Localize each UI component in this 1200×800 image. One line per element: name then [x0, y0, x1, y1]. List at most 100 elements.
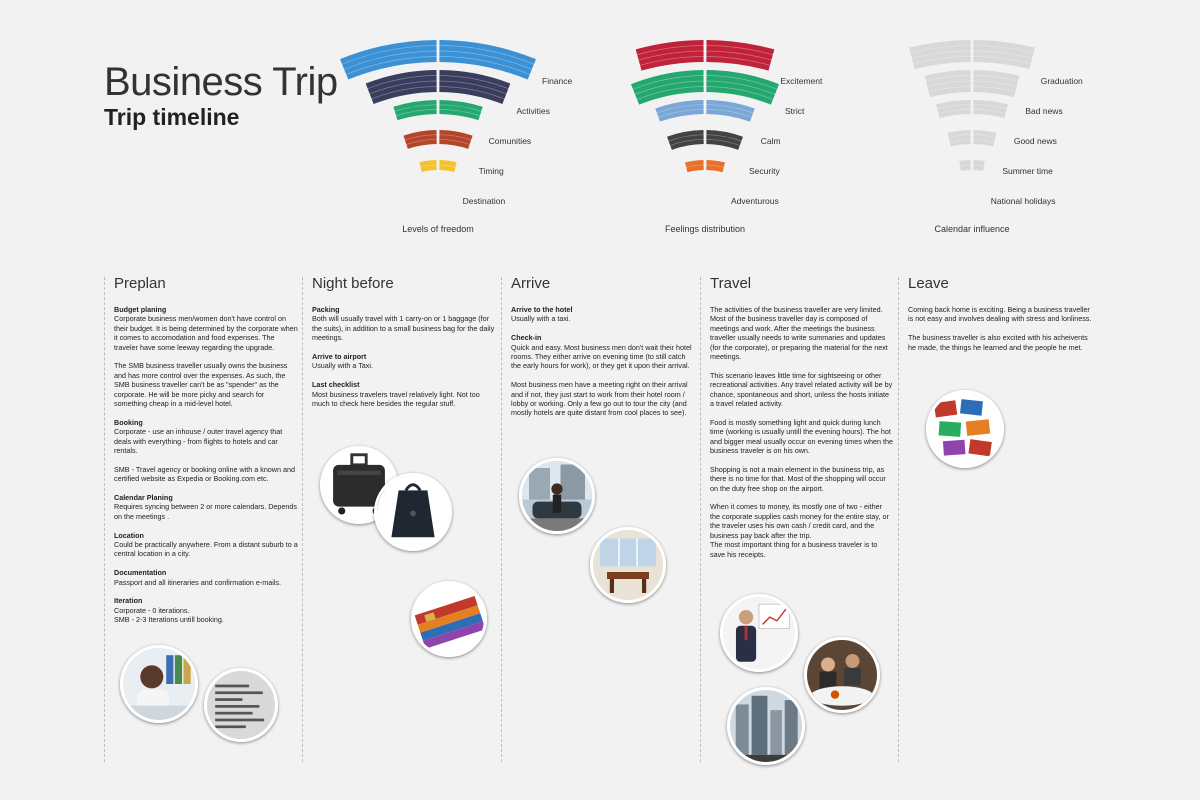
fan-arc-right	[973, 40, 1035, 70]
fan-arc-stripe	[924, 86, 1020, 94]
text-block: This scenario leaves little time for sig…	[710, 371, 894, 409]
fan-arc-stripe	[909, 45, 1035, 54]
fan-arc-left	[631, 70, 704, 105]
photo-suit-bag	[374, 473, 452, 551]
column-divider	[700, 277, 701, 762]
fan-arc-right	[439, 100, 483, 121]
fan-arc-label: Summer time	[1002, 166, 1053, 176]
column-title: Leave	[908, 275, 949, 292]
fan-arc-right	[706, 70, 779, 105]
text-block: The business traveller is also excited w…	[908, 333, 1092, 352]
fan-arc-label: National holidays	[991, 196, 1056, 206]
block-text: Passport and all itineraries and confirm…	[114, 577, 281, 587]
photo-ticket	[204, 668, 278, 742]
column-title: Travel	[710, 275, 752, 292]
photo-business-dinner	[804, 637, 880, 713]
fan-arc-stripe	[635, 50, 775, 62]
fan-arc-stripe	[365, 86, 511, 102]
block-text: Usually with a taxi.	[511, 314, 571, 324]
fan-arc-stripe	[655, 109, 755, 119]
fan-arc-stripe	[684, 164, 726, 169]
fan-arc-stripe	[393, 108, 483, 117]
fan-arc-stripe	[630, 86, 780, 103]
fan-arc-stripe	[403, 139, 473, 146]
text-block: The activities of the business traveller…	[710, 305, 894, 361]
block-text: Corporate - 0 iterations. SMB - 2-3 Iter…	[114, 605, 224, 625]
fan-arc-stripe	[393, 104, 483, 113]
fan-arc-label: Destination	[463, 196, 506, 206]
block-text: Quick and easy. Most business men don't …	[511, 342, 692, 371]
fan-arc-left	[947, 130, 971, 147]
fan-arc-right	[973, 160, 985, 171]
fan-arc-stripe	[936, 104, 1008, 110]
fan-charts: FinanceActivitiesComunitiesTimingDestina…	[339, 40, 1083, 206]
page-title: Business Trip	[104, 60, 338, 104]
column-title: Night before	[312, 275, 394, 292]
block-text: The activities of the business traveller…	[710, 305, 888, 362]
fan-arc-left	[667, 130, 704, 150]
photo-travel-agent	[120, 645, 198, 723]
block-heading: Last checklist	[312, 380, 360, 390]
fan-arc-label: Bad news	[1025, 106, 1062, 116]
fan-caption-freedom: Levels of freedom	[402, 224, 474, 234]
fan-arc-right	[439, 130, 473, 149]
fan-caption-feelings: Feelings distribution	[664, 224, 746, 234]
block-text: Requires syncing between 2 or more calen…	[114, 502, 297, 521]
block-text: When it comes to money, its mostly one o…	[710, 502, 889, 559]
photo-presentation	[720, 594, 798, 672]
fan-arc-stripe	[339, 45, 537, 66]
block-text: Both will usually travel with 1 carry-on…	[312, 314, 495, 343]
fan-arc-label: Finance	[542, 76, 573, 86]
column-title: Preplan	[114, 275, 166, 292]
text-block: When it comes to money, its mostly one o…	[710, 502, 894, 558]
column-divider	[104, 277, 105, 762]
fan-arc-stripe	[339, 56, 537, 78]
block-heading: Check-in	[511, 333, 542, 343]
fan-arc-label: Good news	[1014, 136, 1057, 146]
text-block: Food is mostly something light and quick…	[710, 418, 894, 456]
fan-arc-stripe	[924, 80, 1020, 88]
fan-arc-stripe	[635, 45, 775, 56]
fan-arc-stripe	[403, 134, 473, 141]
fan-arc-left	[340, 40, 437, 80]
block-heading: Location	[114, 530, 144, 540]
fan-arc-stripe	[909, 50, 1035, 60]
fan-arc-label: Strict	[785, 106, 805, 116]
column-body: Coming back home is exciting. Being a bu…	[908, 305, 1092, 352]
fan-arc-stripe	[947, 134, 997, 138]
fan-arc-stripe	[936, 108, 1008, 115]
text-block: Shopping is not a main element in the bu…	[710, 465, 894, 493]
fan-arc-right	[706, 160, 725, 173]
block-text: Shopping is not a main element in the bu…	[710, 464, 886, 493]
fan-arc-stripe	[924, 75, 1020, 82]
fan-arc-left	[685, 160, 704, 173]
fan-arc-label: Comunities	[489, 136, 532, 146]
block-text: Most business travelers travel relativel…	[312, 389, 480, 409]
fan-arc-left	[909, 40, 971, 70]
fan-arc-stripe	[635, 56, 775, 67]
fan-arc-left	[365, 70, 437, 105]
photo-credit-cards	[411, 581, 487, 657]
fan-arc-right	[706, 100, 755, 122]
block-text: Corporate - use an inhouse / outer trave…	[114, 427, 283, 456]
fan-arc-stripe	[666, 134, 744, 143]
fan-arc-label: Excitement	[780, 76, 823, 86]
fan-arc-label: Adventurous	[731, 196, 779, 206]
block-text: The SMB business traveller usually owns …	[114, 361, 288, 409]
block-heading: Iteration	[114, 596, 143, 606]
fan-arc-left	[403, 130, 437, 149]
text-block: Most business men have a meeting right o…	[511, 380, 695, 418]
fan-arc-left	[655, 100, 704, 122]
fan-arc-stripe	[947, 138, 997, 143]
fan-arc-stripe	[630, 80, 780, 97]
fan-arc-left	[635, 40, 704, 71]
fan-arc-label: Security	[749, 166, 780, 176]
fan-arc-stripe	[365, 80, 511, 96]
